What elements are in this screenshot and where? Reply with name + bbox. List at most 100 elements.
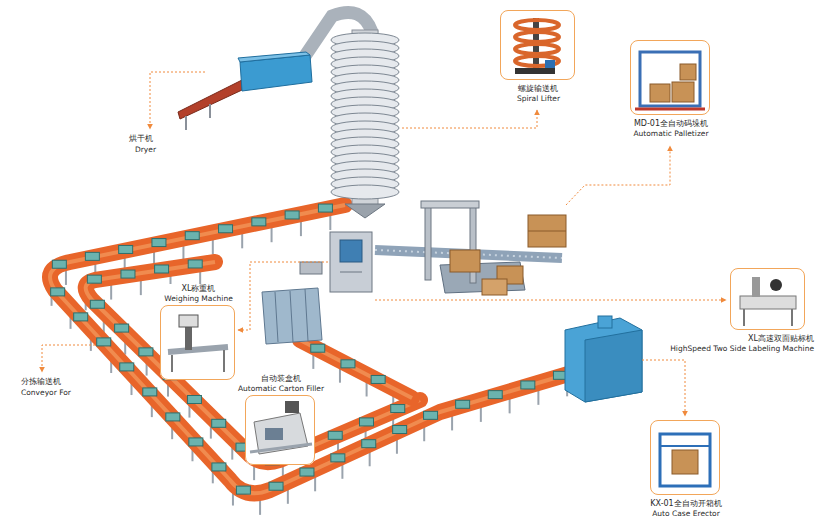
callout-ground [730,268,805,330]
product-tray [393,426,407,434]
labeling-picture [770,279,782,291]
product-tray [300,468,314,476]
dryer [209,104,211,118]
case-erector [598,316,612,328]
palletizer-picture [635,52,705,109]
product-tray [185,232,199,240]
case-erector-picture [660,434,710,486]
leader-line [566,146,670,205]
machine-label: Conveyor For [20,388,72,397]
product-tray [285,211,299,219]
product-tray [371,375,385,383]
labeling-picture [740,296,796,309]
product-tray [424,411,438,419]
spiral-tower [331,33,399,199]
machine-callout: XL称重机Weighing Machine [160,305,235,380]
leader-line [642,360,685,416]
palletizer [528,231,566,232]
callout-ground [630,40,710,115]
conveyor-belt [50,205,575,493]
product-tray [521,381,535,389]
machine-caption: 螺旋输送机Spiral Lifter [517,84,560,103]
product-tray [331,454,345,462]
product-tray [87,275,101,283]
product-tray [120,363,134,371]
leader-line [42,72,726,416]
product-tray [341,360,355,368]
conveyor-legs [212,238,214,254]
product-tray [90,300,104,308]
weighing-picture [179,315,198,327]
machine-caption: XL称重机Weighing Machine [164,284,233,303]
conveyor-legs [271,226,273,242]
leader-line [42,345,95,372]
weighing-picture [168,315,228,372]
palletizer [450,250,480,272]
machine-label: 烘干机 [128,133,154,144]
product-tray [187,395,201,403]
machine-name-zh: 自动装盒机 [238,374,324,384]
leader-line [402,110,537,128]
product-tray [188,260,202,268]
product-tray [362,440,376,448]
product-tray [456,400,470,408]
labeling-picture [740,277,796,326]
labeling-picture [791,309,793,326]
product-tray [152,239,166,247]
product-tray [74,313,88,321]
machine-name-en: Auto Case Erector [650,509,721,518]
product-tray [115,324,129,332]
machine-name-zh: KX-01全自动开箱机 [650,499,721,509]
spiral-picture [515,32,559,42]
machine-label: Dryer [134,145,157,154]
palletizer-picture [635,108,705,111]
leader-line [375,300,726,301]
product-tray [85,252,99,260]
machine-callout: XL高速双面贴标机HighSpeed Two Side Labeling Mac… [730,268,805,330]
case-erector [585,330,642,402]
palletizer-picture [640,52,700,106]
palletizer-picture [672,82,694,102]
palletizer [375,201,566,295]
dryer [238,52,310,62]
cartoner [262,288,322,344]
cartoner [275,292,278,342]
spiral-picture [515,18,559,74]
weighing-cabinet [330,232,372,292]
machine-name-en: Spiral Lifter [517,94,560,103]
product-tray [318,204,332,212]
conveyor-legs [182,244,184,260]
case-erector [565,318,642,402]
callout-ground [245,395,315,465]
machine-name-en: HighSpeed Two Side Labeling Machine [670,344,814,353]
machine-name-zh: 螺旋输送机 [517,84,560,94]
conveyor-legs [259,499,261,515]
palletizer [482,279,507,295]
spiral-tower [331,185,399,199]
labeling-picture [743,309,745,326]
machine-callout: 螺旋输送机Spiral Lifter [500,10,575,80]
product-tray [121,270,135,278]
case-erector-picture [660,434,710,486]
product-tray [139,348,153,356]
machine-callout: KX-01全自动开箱机Auto Case Erector [650,420,720,495]
spiral-picture [515,44,559,54]
conveyor-legs [52,214,568,515]
case-erector-picture [672,450,698,474]
dryer [185,116,187,130]
palletizer [421,201,479,208]
machine-name-zh: XL高速双面贴标机 [670,334,814,344]
product-tray [212,463,226,471]
carton-filler-picture [250,401,312,454]
conveyor-legs [329,214,331,230]
cartoner [290,291,293,342]
case-erector [565,316,642,402]
product-tray [252,218,266,226]
machine-caption: MD-01全自动码垛机Automatic Palletizer [633,119,708,138]
cartoner [262,288,322,344]
callout-ground [650,420,720,495]
weighing-picture [223,350,225,372]
product-tray [212,419,226,427]
machine-name-zh: XL称重机 [164,284,233,294]
weighing-picture [185,326,192,350]
